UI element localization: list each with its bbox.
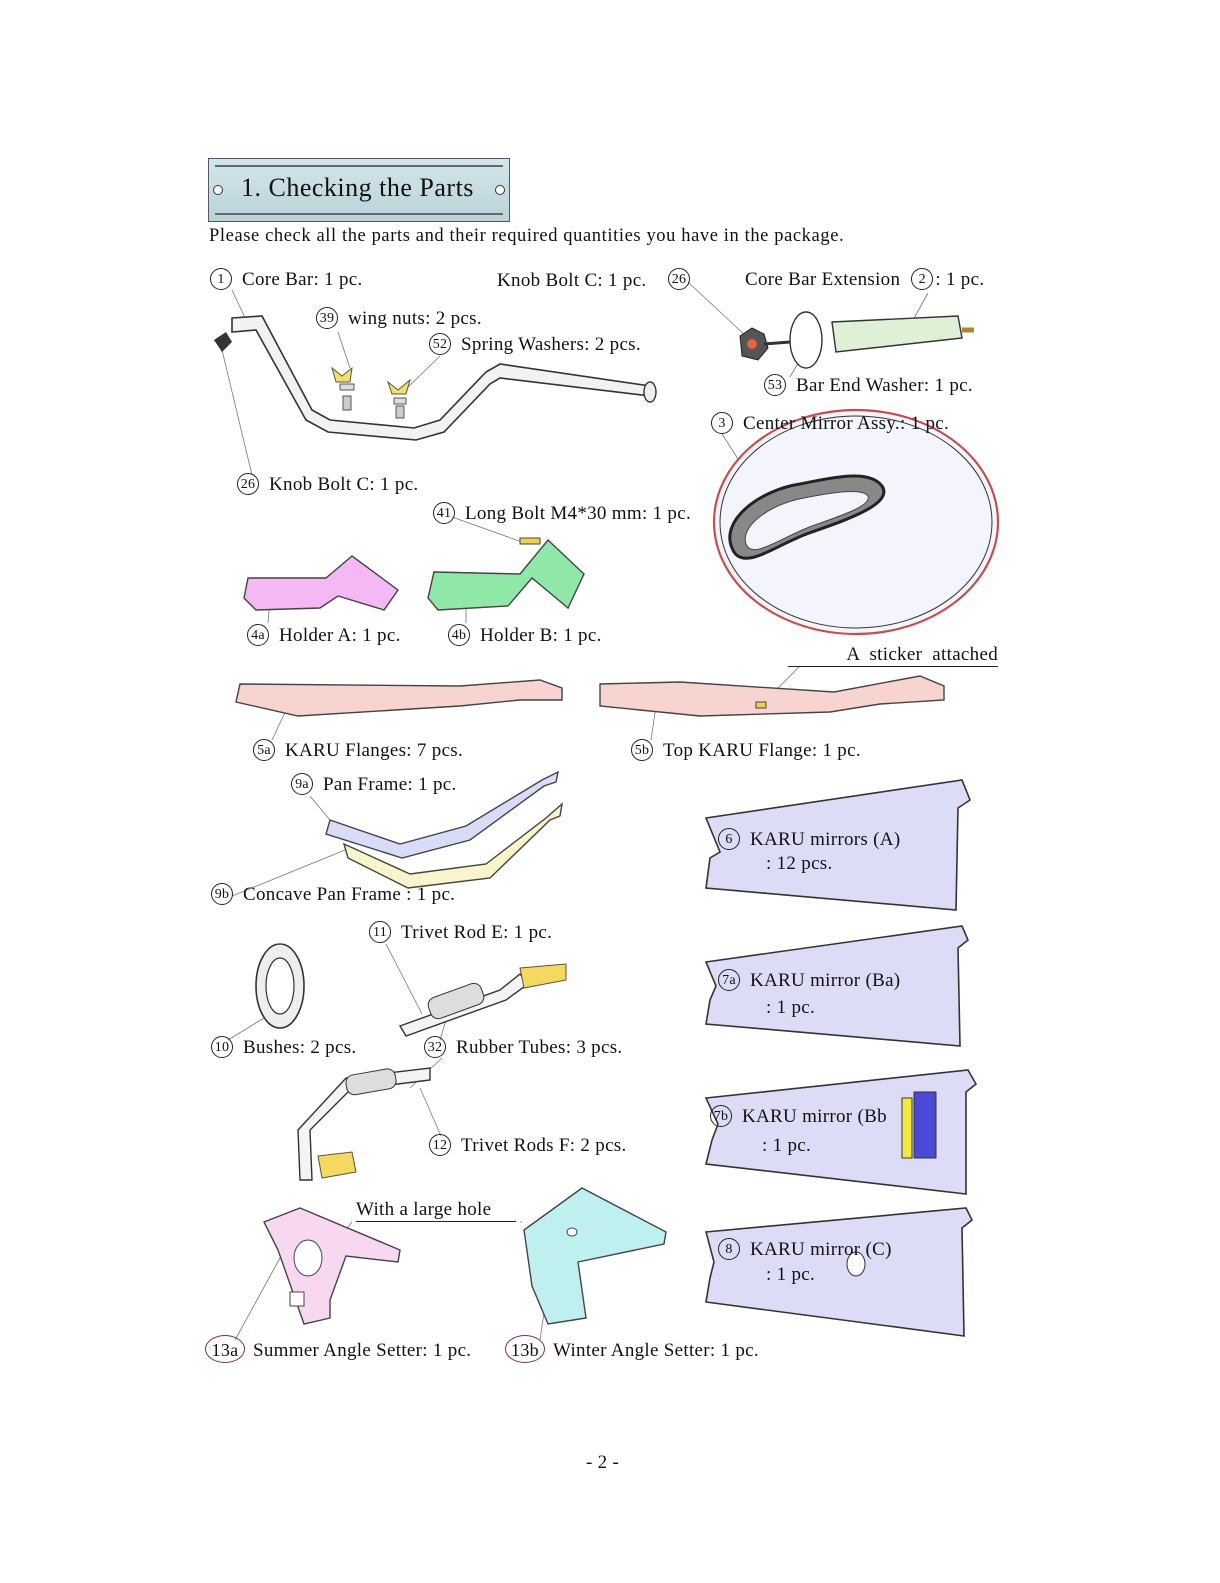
large-hole-note: With a large hole xyxy=(356,1199,516,1222)
part-knob-bolt-c-top: Knob Bolt C: 1 pc. xyxy=(497,270,647,291)
part-karu-mirrors-a-qty: : 12 pcs. xyxy=(766,853,833,874)
sticker-note: A sticker attached xyxy=(788,644,998,667)
part-knob-bolt-c-number: 26 xyxy=(668,268,700,291)
part-karu-mirror-c-qty: : 1 pc. xyxy=(766,1264,816,1285)
part-karu-mirror-ba-qty: : 1 pc. xyxy=(766,997,816,1018)
part-core-bar-extension: Core Bar Extension 2: 1 pc. xyxy=(745,268,985,290)
section-title: 1. Checking the Parts xyxy=(241,173,474,202)
page-number: - 2 - xyxy=(586,1452,620,1473)
part-karu-mirror-bb-qty: : 1 pc. xyxy=(762,1135,812,1156)
intro-text: Please check all the parts and their req… xyxy=(209,226,845,246)
bolt-icon xyxy=(495,185,505,195)
bolt-icon xyxy=(213,185,223,195)
section-title-box: 1. Checking the Parts xyxy=(208,158,510,222)
